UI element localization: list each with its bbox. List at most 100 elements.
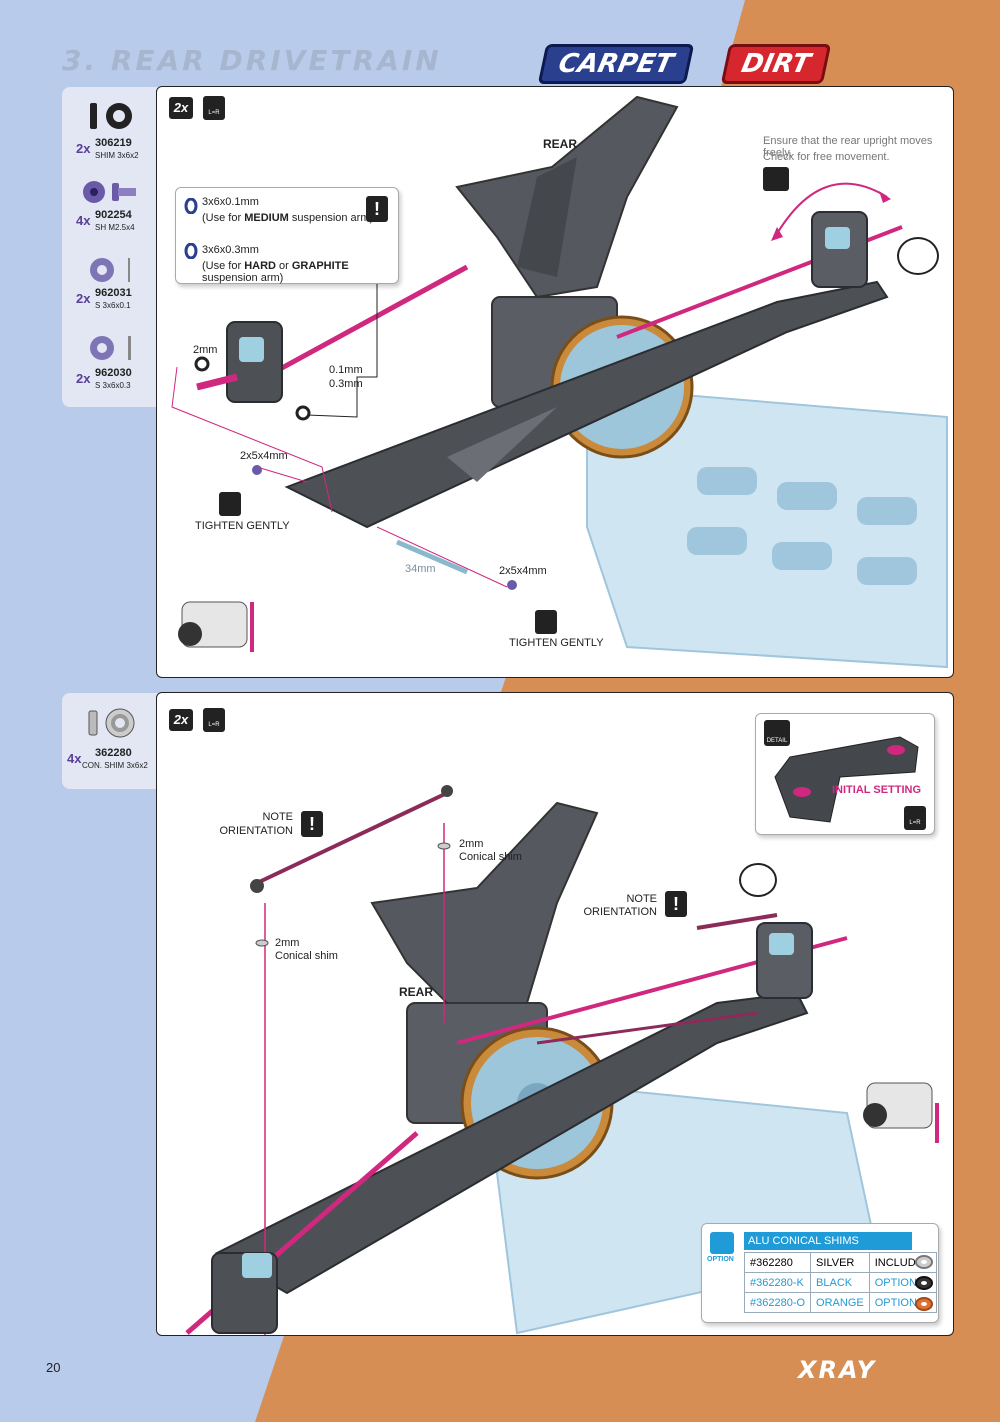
shim-icon [184,243,198,259]
shim-note-graphite: GRAPHITE [291,260,349,272]
option-title: ALU CONICAL SHIMS [744,1232,912,1250]
part-code: 306219 [95,137,132,149]
gear-check-icon [739,863,777,897]
rear-drivetrain-illustration-1 [171,95,948,669]
gear-check-icon [897,237,939,275]
note-orientation-1-line1: NOTE [262,811,293,823]
detail-callout: DETAIL INITIAL SETTING L=R [755,713,935,835]
conical-shim-2-size: 2mm [275,937,300,949]
option-box: OPTION ALU CONICAL SHIMS #362280 SILVER … [701,1223,939,1323]
initial-setting-label: INITIAL SETTING [832,784,922,796]
bracket-detail-illustration [774,736,919,823]
step2-parts-sidebar: 4x 362280 CON. SHIM 3x6x2 [62,693,158,789]
part-306219: 2x 306219 SHIM 3x6x2 [62,99,162,160]
part-desc: CON. SHIM 3x6x2 [82,761,148,770]
warning-icon: ! [665,891,687,917]
lr-label: L=R [909,820,921,826]
part-code: 902254 [95,209,132,221]
part-qty: 2x [76,371,91,386]
shim-note-line3: 3x6x0.3mm [202,244,259,256]
shim-note-medium: MEDIUM [244,212,289,224]
rear-label: REAR [543,137,578,151]
option-row: #362280-K BLACK OPTION [743,1272,937,1293]
part-qty: 4x [76,213,91,228]
screw-size-a: 2x5x4mm [240,450,288,462]
option-code: #362280-K [743,1272,812,1293]
warning-icon: ! [301,811,323,837]
screw-size-b: 2x5x4mm [499,565,547,577]
upright-note-line2: Check for free movement. [763,151,890,163]
part-desc: S 3x6x0.3 [95,381,131,390]
shim-icon [184,198,198,214]
page-number: 20 [46,1360,61,1375]
dirt-tag: DIRT [720,44,832,84]
upright-note-line1: Ensure that the rear upright moves freel… [763,135,933,159]
step1-panel: 2x L=R [156,86,954,678]
shim-note-callout: 3x6x0.1mm (Use for MEDIUM suspension arm… [175,187,399,284]
warning-icon: ! [366,196,388,222]
part-desc: SH M2.5x4 [95,223,135,232]
shim-note-line1: 3x6x0.1mm [202,196,259,208]
part-code: 962031 [95,287,132,299]
washer-icon [90,258,130,282]
label-01mm: 0.1mm [329,364,363,376]
note-orientation-1-line2: ORIENTATION [219,825,293,837]
label-2mm: 2mm [193,344,218,356]
note-orientation-2-line1: NOTE [626,893,657,905]
part-code: 962030 [95,367,132,379]
part-962030: 2x 962030 S 3x6x0.3 [62,333,162,393]
option-row: #362280-O ORANGE OPTION [743,1292,937,1313]
rear-label: REAR [399,985,434,999]
step2-panel: 2x L=R [156,692,954,1336]
part-qty: 2x [76,141,91,156]
option-color: SILVER [810,1252,870,1273]
option-color: BLACK [810,1272,870,1293]
shim-icon [90,103,132,129]
conical-shim-1-label: Conical shim [459,851,522,863]
quantity-badge: 2x [169,709,193,731]
pin-length: 34mm [405,563,436,575]
detail-icon: DETAIL [764,720,790,746]
step1-parts-sidebar: 2x 306219 SHIM 3x6x2 4x 902254 SH M2.5x4… [62,87,158,407]
shim-note-hard: HARD [244,260,276,272]
thumbs-up-icon [710,1232,734,1254]
washer-icon [90,336,131,360]
screwdriver-icon [219,492,241,516]
tighten-gently-b: TIGHTEN GENTLY [509,637,604,649]
lr-label: L=R [208,110,220,116]
lr-label: L=R [208,722,220,728]
part-code: 362280 [95,747,132,759]
screwdriver-icon [535,610,557,634]
shim-note-text: suspension arm) [288,212,374,224]
left-right-icon: L=R [904,806,926,830]
part-962031: 2x 962031 S 3x6x0.1 [62,255,162,315]
option-icon-label: OPTION [707,1256,734,1263]
note-orientation-2-line2: ORIENTATION [583,906,657,918]
shim-note-text: (Use for [202,212,245,224]
label-03mm: 0.3mm [329,378,363,390]
brand-logo: XRAY [798,1356,877,1384]
option-row: #362280 SILVER INCLUDED [743,1252,937,1273]
part-desc: SHIM 3x6x2 [95,151,139,160]
conical-shim-2-label: Conical shim [275,950,338,962]
left-right-icon: L=R [203,96,225,120]
tighten-gently-a: TIGHTEN GENTLY [195,520,290,532]
free-movement-icon [763,167,789,191]
shim-note-text: or [275,260,292,272]
screw-icon [83,181,136,203]
detail-label: DETAIL [766,738,788,744]
part-desc: S 3x6x0.1 [95,301,131,310]
shim-note-text: suspension arm) [202,272,284,284]
option-code: #362280-O [743,1292,812,1313]
option-color: ORANGE [810,1292,870,1313]
shim-color-swatches [915,1255,933,1311]
conical-shim-icon [88,708,135,738]
quantity-badge: 2x [169,97,193,119]
section-title: 3. REAR DRIVETRAIN [62,44,442,77]
part-362280: 4x 362280 CON. SHIM 3x6x2 [62,705,162,775]
conical-shim-1-size: 2mm [459,838,484,850]
left-right-icon: L=R [203,708,225,732]
option-table: #362280 SILVER INCLUDED #362280-K BLACK … [743,1252,937,1313]
part-qty: 2x [76,291,91,306]
carpet-tag: CARPET [537,44,695,84]
